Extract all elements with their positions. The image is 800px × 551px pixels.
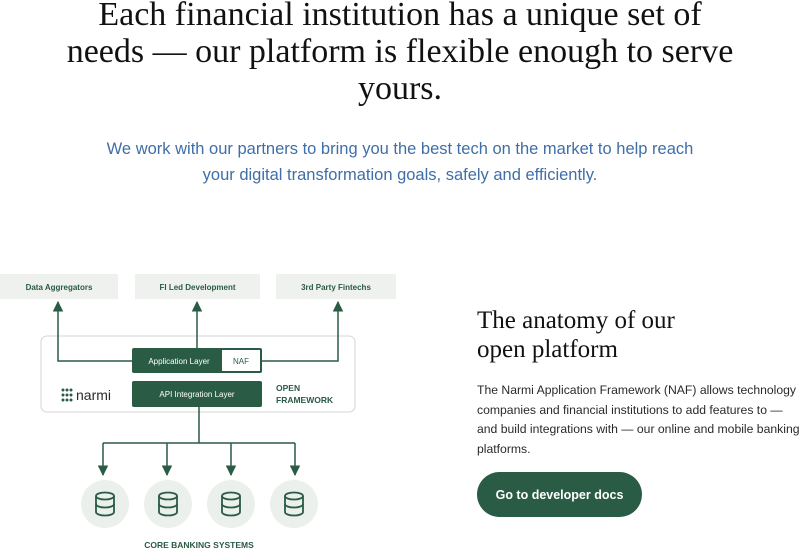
top-box-label: Data Aggregators <box>26 283 93 292</box>
anatomy-section: The anatomy of our open platform The Nar… <box>477 306 800 517</box>
arrow-to-data-aggregators <box>52 300 132 362</box>
anatomy-title-line2: open platform <box>477 336 618 363</box>
open-framework-line1: OPEN <box>276 383 300 393</box>
api-integration-layer-label: API Integration Layer <box>159 390 234 399</box>
application-layer-box: Application Layer NAF <box>132 348 262 373</box>
top-box-label: FI Led Development <box>159 283 235 292</box>
hero-title: Each financial institution has a unique … <box>66 0 734 107</box>
anatomy-title-line1: The anatomy of our <box>477 307 675 334</box>
anatomy-title: The anatomy of our open platform <box>477 306 800 364</box>
anatomy-description: The Narmi Application Framework (NAF) al… <box>477 383 800 456</box>
database-icon <box>270 480 318 528</box>
arrow-to-fintechs <box>262 300 344 362</box>
naf-label: NAF <box>233 357 249 366</box>
application-layer-label: Application Layer <box>148 357 210 366</box>
top-box-data-aggregators: Data Aggregators <box>0 274 118 299</box>
database-icon <box>144 480 192 528</box>
narmi-logo: narmi <box>61 387 111 403</box>
core-banking-label: CORE BANKING SYSTEMS <box>144 540 254 550</box>
top-box-3rd-party-fintechs: 3rd Party Fintechs <box>276 274 396 299</box>
developer-docs-button[interactable]: Go to developer docs <box>477 472 642 517</box>
platform-diagram: Data Aggregators FI Led Development 3rd … <box>0 262 460 551</box>
hero-subtitle: We work with our partners to bring you t… <box>106 140 694 184</box>
top-box-label: 3rd Party Fintechs <box>301 283 371 292</box>
api-integration-layer-box: API Integration Layer <box>132 381 262 407</box>
open-framework-line2: FRAMEWORK <box>276 395 334 405</box>
database-icon <box>207 480 255 528</box>
top-box-fi-led-development: FI Led Development <box>135 274 260 299</box>
framework-frame <box>40 335 356 413</box>
logo-text: narmi <box>76 387 111 403</box>
database-icon <box>81 480 129 528</box>
